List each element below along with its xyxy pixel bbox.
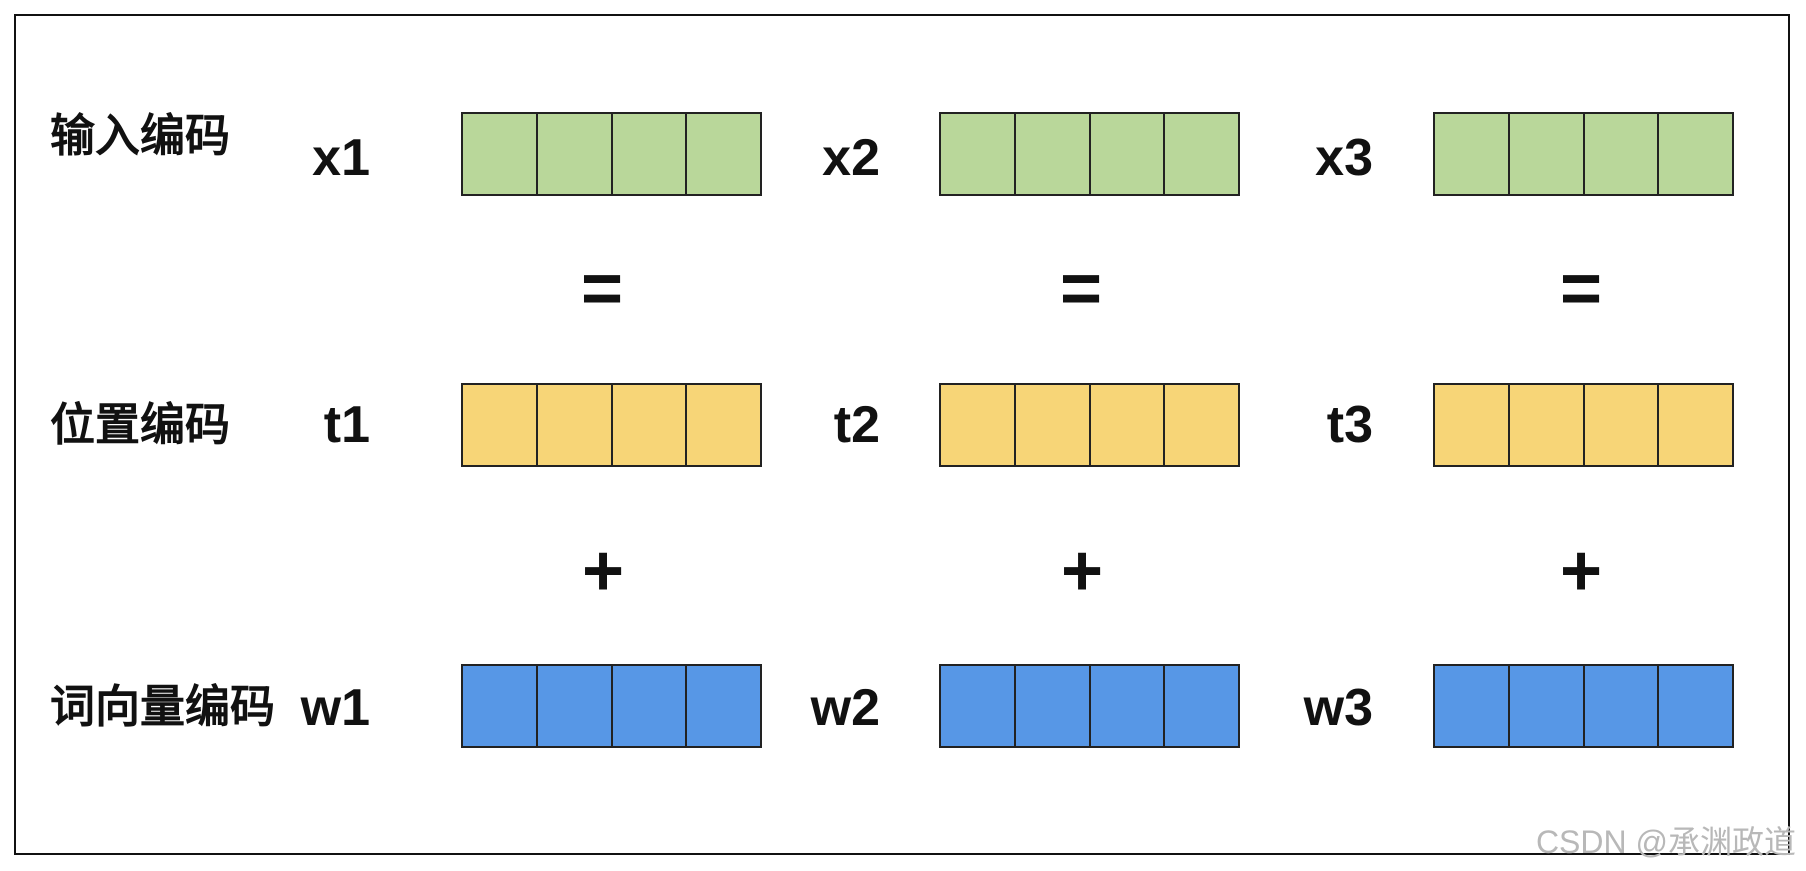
vector-cell (1659, 385, 1732, 465)
vector-cell (1015, 385, 1091, 465)
plus-sign: + (1559, 531, 1603, 611)
vector-t2 (939, 383, 1240, 467)
vector-cell (1584, 666, 1660, 746)
vector-cell (1584, 385, 1660, 465)
vector-t3 (1433, 383, 1734, 467)
vector-cell (463, 666, 538, 746)
vector-cell (1090, 385, 1166, 465)
vector-cell (941, 114, 1016, 194)
vector-cell (463, 114, 538, 194)
vector-cell (612, 114, 688, 194)
row-label-input-encoding: 输入编码 (50, 109, 231, 162)
var-label-w2: w2 (810, 679, 880, 737)
vector-cell (1090, 114, 1166, 194)
vector-cell (612, 385, 688, 465)
vector-cell (1509, 385, 1585, 465)
vector-cell (537, 666, 613, 746)
vector-x1 (461, 112, 762, 196)
vector-cell (537, 385, 613, 465)
vector-cell (1509, 114, 1585, 194)
vector-cell (941, 385, 1016, 465)
equals-sign: = (1059, 249, 1103, 329)
vector-t1 (461, 383, 762, 467)
vector-cell (687, 666, 760, 746)
var-label-t1: t1 (323, 396, 370, 454)
vector-cell (1659, 114, 1732, 194)
row-label-word-vector-encoding: 词向量编码 (50, 680, 276, 733)
equals-sign: = (580, 249, 624, 329)
var-label-x3: x3 (1315, 129, 1373, 187)
var-label-t2: t2 (833, 396, 880, 454)
var-label-w1: w1 (300, 679, 370, 737)
var-label-t3: t3 (1326, 396, 1373, 454)
vector-cell (612, 666, 688, 746)
vector-cell (1435, 114, 1510, 194)
vector-x3 (1433, 112, 1734, 196)
plus-sign: + (581, 531, 625, 611)
row-label-position-encoding: 位置编码 (50, 398, 231, 451)
watermark: CSDN @承渊政道 (1535, 824, 1796, 860)
vector-cell (1435, 385, 1510, 465)
vector-cell (1015, 114, 1091, 194)
equals-sign: = (1559, 249, 1603, 329)
vector-w2 (939, 664, 1240, 748)
vector-cell (1165, 385, 1238, 465)
vector-cell (1015, 666, 1091, 746)
vector-cell (1090, 666, 1166, 746)
vector-cell (1584, 114, 1660, 194)
vector-cell (687, 114, 760, 194)
vector-w1 (461, 664, 762, 748)
vector-cell (1165, 666, 1238, 746)
var-label-w3: w3 (1303, 679, 1373, 737)
vector-cell (537, 114, 613, 194)
vector-cell (1509, 666, 1585, 746)
vector-cell (463, 385, 538, 465)
plus-sign: + (1060, 531, 1104, 611)
vector-cell (941, 666, 1016, 746)
var-label-x2: x2 (822, 129, 880, 187)
vector-cell (1659, 666, 1732, 746)
vector-cell (687, 385, 760, 465)
vector-cell (1165, 114, 1238, 194)
vector-w3 (1433, 664, 1734, 748)
var-label-x1: x1 (312, 129, 370, 187)
vector-cell (1435, 666, 1510, 746)
vector-x2 (939, 112, 1240, 196)
